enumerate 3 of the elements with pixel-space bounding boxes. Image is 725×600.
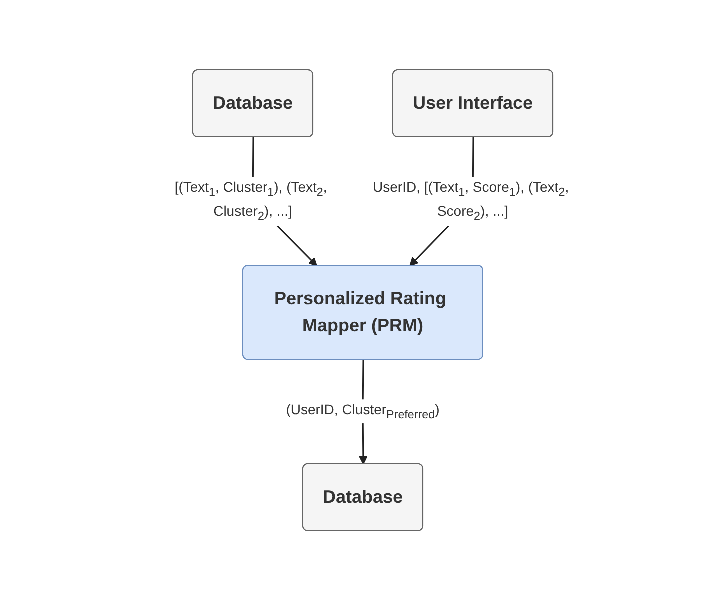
edge-label: (UserID, Cluster$_{Preferred}$) [286,401,440,421]
edge-label: [(Text$_{1}$, Cluster$_{1}$), (Text$_{2}$, Cluster$_{2}$), ...] [174,178,327,223]
edge-label: UserID, [(Text$_{1}$, Score$_{1}$), (Text$_{2}$, Score$_{2}$), ...] [372,178,569,223]
